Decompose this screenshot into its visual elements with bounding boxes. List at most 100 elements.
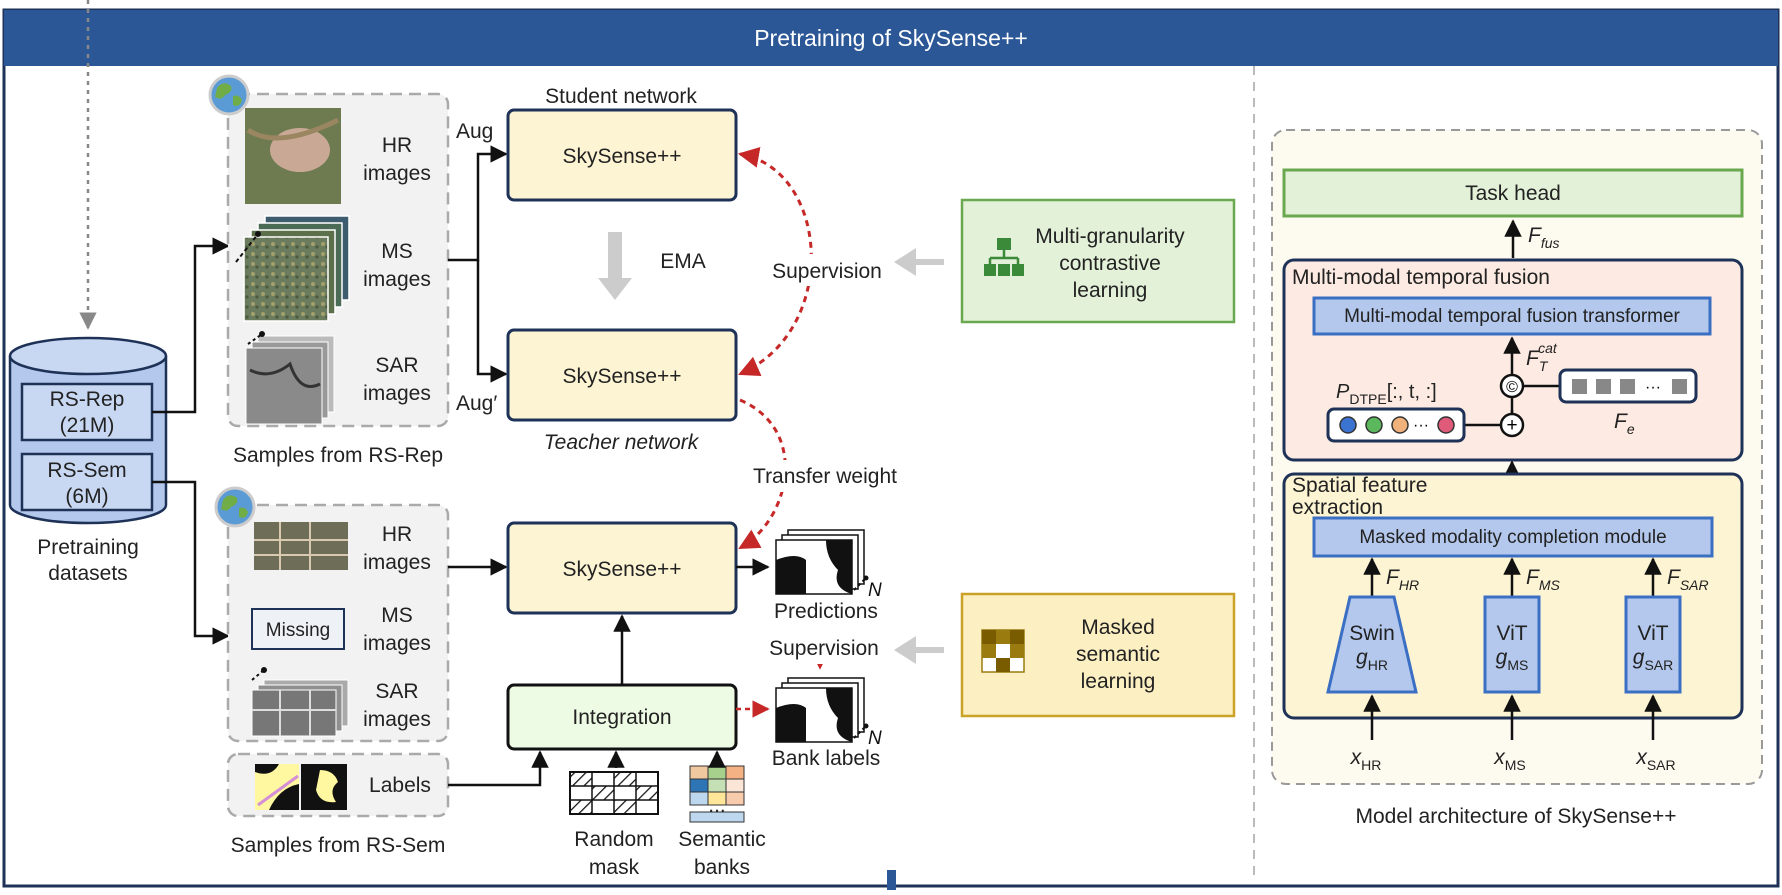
f-cat-label: FTcat	[1526, 340, 1558, 374]
transfer-weight-label: Transfer weight	[753, 465, 897, 488]
sem-ms-label-1: MS	[381, 604, 413, 627]
labels-label: Labels	[369, 774, 431, 797]
mgcl-label-1: Multi-granularity	[1035, 225, 1185, 248]
semantic-banks-label-2: banks	[694, 856, 750, 879]
ema-label: EMA	[660, 250, 706, 273]
bottom-connector	[887, 870, 896, 890]
aug-label: Aug	[456, 120, 493, 143]
swin-encoder	[1326, 595, 1418, 694]
rs-sem-name: RS-Sem	[47, 459, 126, 482]
add-node	[1499, 412, 1525, 438]
f-sar-label: FSAR	[1667, 566, 1709, 593]
rep-ms-label-2: images	[363, 268, 431, 291]
teacher-network-title: Teacher network	[544, 431, 700, 454]
position-token-4	[1437, 416, 1455, 434]
rs-rep-count: (21M)	[60, 414, 115, 437]
fusion-transformer-label: Multi-modal temporal fusion transformer	[1344, 306, 1680, 327]
swin-name: Swin	[1349, 622, 1395, 645]
banks-ellipsis: ...	[708, 794, 726, 817]
mgcl-label-3: learning	[1073, 279, 1148, 302]
position-token-3	[1391, 416, 1409, 434]
position-tokens	[1339, 416, 1455, 434]
rep-sar-label-1: SAR	[375, 354, 418, 377]
msl-label-2: semantic	[1076, 643, 1160, 666]
f-fus-label: Ffus	[1528, 224, 1560, 251]
predictions-stack	[775, 529, 869, 595]
p-dtpe-dots: ···	[1413, 417, 1429, 434]
rs-rep-name: RS-Rep	[50, 388, 125, 411]
integration-box	[506, 683, 738, 751]
random-mask-label-2: mask	[589, 856, 640, 879]
aug-prime-label: Aug′	[456, 392, 497, 415]
teacher-network-box	[506, 328, 738, 422]
mgcl-box	[960, 198, 1236, 324]
teacher-network-label: SkySense++	[562, 365, 681, 388]
position-token-1	[1339, 416, 1357, 434]
aug-prime-arrow	[476, 260, 508, 383]
architecture-caption: Model architecture of SkySense++	[1355, 805, 1676, 828]
g-hr-label: gHR	[1356, 646, 1388, 673]
branch-sar: FSAR ViT gSAR xSAR	[1624, 557, 1709, 773]
supervision-bottom-label: Supervision	[769, 637, 879, 660]
spatial-title-1: Spatial feature	[1292, 474, 1427, 497]
student-network-box	[506, 108, 738, 202]
x-ms-label: xMS	[1493, 746, 1526, 773]
x-sar-label: xSAR	[1635, 746, 1675, 773]
sem-model-label: SkySense++	[562, 558, 681, 581]
predictions-label: Predictions	[774, 600, 878, 623]
masked-grid-icon	[981, 629, 1025, 673]
rep-samples-arrow	[152, 237, 230, 414]
missing-box	[251, 608, 345, 650]
student-network-title: Student network	[545, 85, 697, 108]
datasets-label-1: Pretraining	[37, 536, 139, 559]
sem-hr-label-2: images	[363, 551, 431, 574]
bank-labels-stack	[775, 677, 869, 743]
bank-labels-label: Bank labels	[772, 747, 881, 770]
sem-sar-stack	[251, 667, 349, 737]
student-network-label: SkySense++	[562, 145, 681, 168]
x-hr-label: xHR	[1350, 746, 1382, 773]
supervision-top-label: Supervision	[772, 260, 882, 283]
labels-panel: Labels	[226, 752, 450, 818]
mmc-module-box	[1312, 516, 1714, 558]
task-head-box	[1282, 168, 1744, 218]
rep-hr-label-1: HR	[382, 134, 412, 157]
msl-box	[960, 592, 1236, 718]
pretraining-datasets: RS-Rep (21M) RS-Sem (6M) Pretraining dat…	[8, 336, 168, 585]
sem-samples-panel: HR images Missing MS images SAR images	[214, 486, 450, 743]
msl-label-1: Masked	[1081, 616, 1155, 639]
rs-sem-count: (6M)	[65, 485, 108, 508]
p-dtpe-label: PDTPE[:, t, :]	[1336, 381, 1437, 407]
vit-sar-encoder	[1624, 595, 1682, 694]
task-head-label: Task head	[1465, 182, 1561, 205]
f-hr-label: FHR	[1386, 566, 1419, 593]
fe-dots: ···	[1645, 379, 1661, 396]
title-banner	[4, 10, 1778, 66]
fusion-title: Multi-modal temporal fusion	[1292, 266, 1550, 289]
rep-hr-label-2: images	[363, 162, 431, 185]
vit-sar-name: ViT	[1637, 622, 1668, 645]
spatial-title-2: extraction	[1292, 496, 1383, 519]
integration-label: Integration	[572, 706, 671, 729]
rep-samples-panel: HR images MS images SAR images	[208, 74, 450, 428]
missing-label: Missing	[266, 620, 330, 641]
labels-arrow	[448, 750, 549, 787]
datasets-label-2: datasets	[48, 562, 127, 585]
sar-image-stack	[245, 331, 335, 425]
rs-rep-dataset	[20, 382, 154, 442]
aug-arrow	[448, 145, 508, 262]
sem-hr-label-1: HR	[382, 523, 412, 546]
branch-ms: FMS ViT gMS xMS	[1483, 557, 1560, 773]
mmc-module-label: Masked modality completion module	[1359, 527, 1666, 548]
plus-symbol: +	[1506, 415, 1517, 436]
f-ms-label: FMS	[1526, 566, 1560, 593]
sem-sar-label-2: images	[363, 708, 431, 731]
sem-hr-thumbnail	[254, 522, 348, 570]
f-e-label: Fe	[1614, 410, 1635, 437]
semantic-banks-label-1: Semantic	[678, 828, 766, 851]
vit-ms-name: ViT	[1496, 622, 1527, 645]
branch-hr: FHR Swin gHR xHR	[1326, 557, 1419, 773]
supervision-curve	[737, 147, 813, 376]
rep-samples-caption: Samples from RS-Rep	[233, 444, 443, 467]
